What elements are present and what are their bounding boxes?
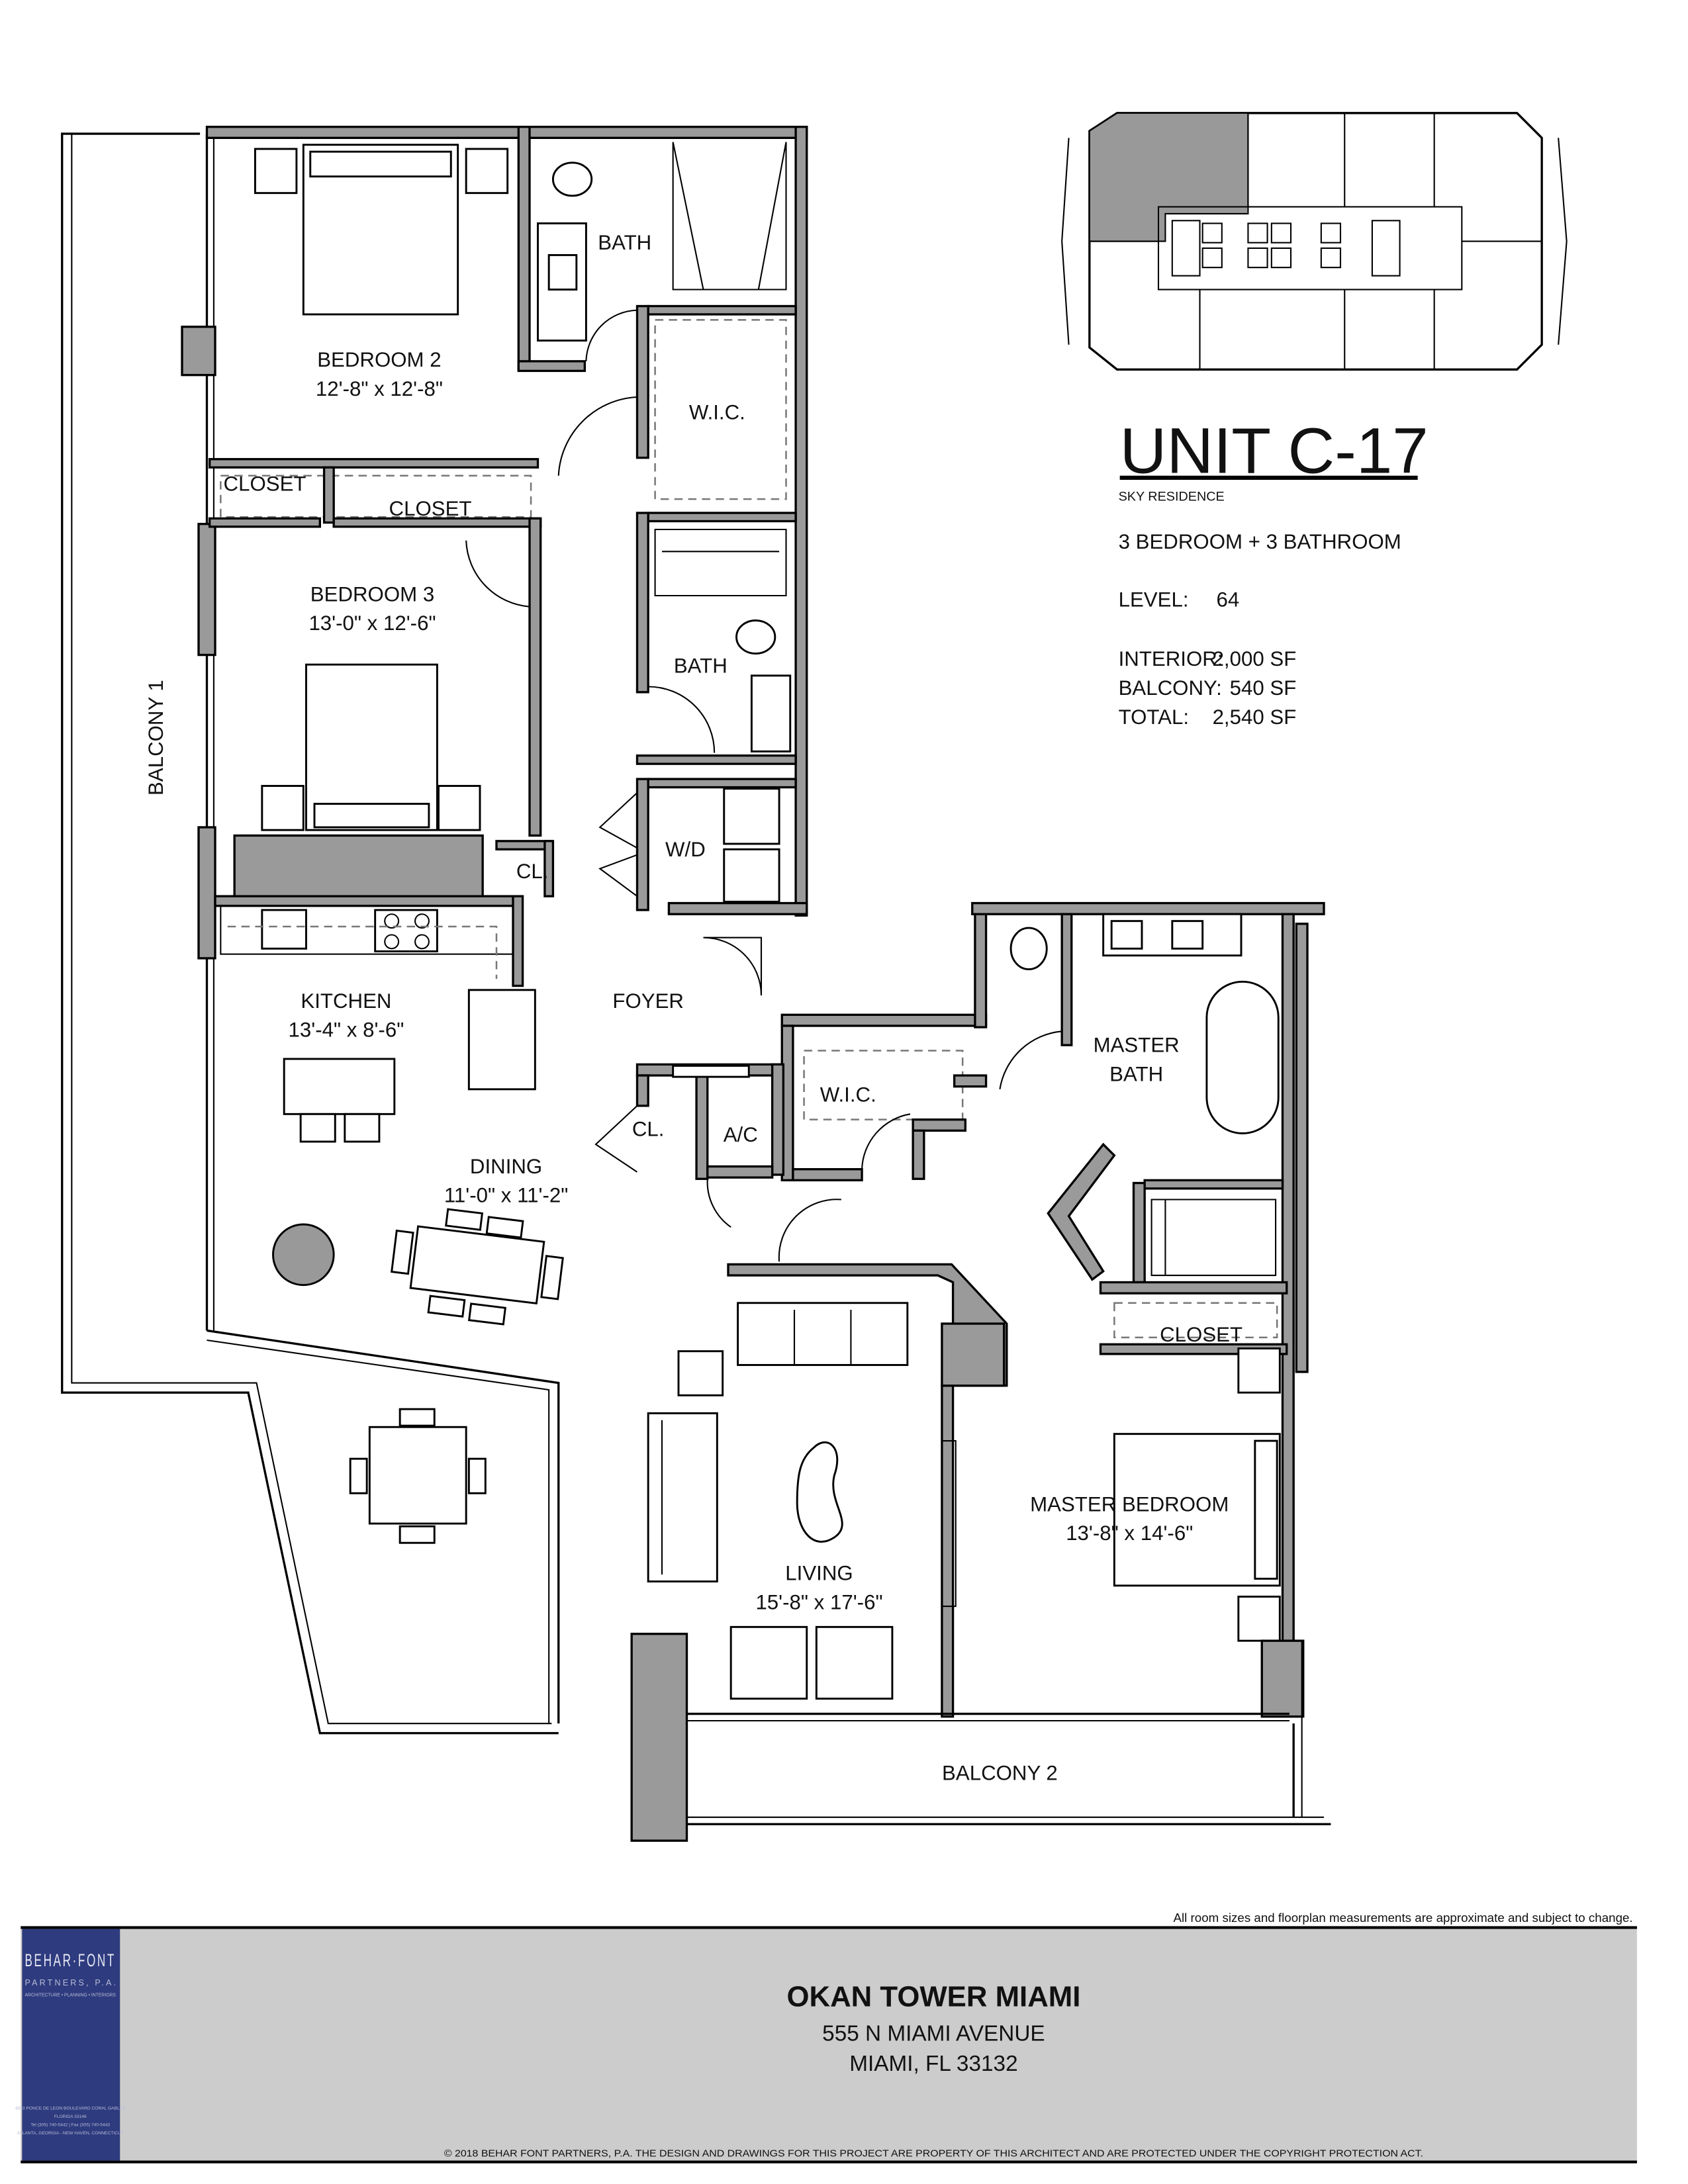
level-value: 64 [1217, 588, 1240, 612]
room-label-ac: A/C [724, 1123, 758, 1146]
total-label: TOTAL: [1119, 705, 1189, 729]
room-size-bedroom2: 12'-8" x 12'-8" [316, 377, 443, 400]
room-label-kitchen: KITCHEN [301, 989, 391, 1013]
svg-text:Tel (305) 740-5442 | Fax (305): Tel (305) 740-5442 | Fax (305) 740-5443 [30, 2123, 110, 2128]
room-label-cl2: CL. [632, 1118, 665, 1141]
disclaimer: All room sizes and floorplan measurement… [1174, 1911, 1633, 1925]
room-label-bedroom3: BEDROOM 3 [310, 582, 434, 606]
copyright-notice: © 2018 BEHAR FONT PARTNERS, P.A. THE DES… [444, 2148, 1423, 2159]
balcony-label: BALCONY: [1119, 676, 1222, 700]
room-label-wic2: W.I.C. [820, 1083, 876, 1107]
title-underline [1119, 475, 1418, 480]
project-address-line1: 555 N MIAMI AVENUE [822, 2021, 1045, 2046]
dining-round-table [272, 1223, 335, 1287]
interior-label: INTERIOR: [1119, 647, 1223, 670]
key-plan [1061, 112, 1568, 371]
title-block: All room sizes and floorplan measurement… [15, 1911, 1637, 2163]
room-size-master-bedroom: 13'-8" x 14'-6" [1066, 1522, 1193, 1545]
room-size-bedroom3: 13'-0" x 12'-6" [308, 612, 436, 635]
room-label-master-bath-1: MASTER [1094, 1034, 1180, 1057]
room-label-closet3: CLOSET [1160, 1323, 1243, 1346]
unit-info: UNIT C-17 SKY RESIDENCE 3 BEDROOM + 3 BA… [1119, 414, 1429, 729]
svg-text:FLORIDA 33146: FLORIDA 33146 [54, 2115, 87, 2119]
room-label-closet1: CLOSET [224, 473, 306, 496]
room-label-bath2: BATH [674, 655, 727, 678]
room-label-balcony1: BALCONY 1 [144, 680, 167, 796]
room-label-master-bath-2: BATH [1109, 1062, 1163, 1085]
room-label-cl1: CL. [516, 860, 549, 883]
interior-value: 2,000 SF [1213, 647, 1297, 670]
room-label-balcony2: BALCONY 2 [942, 1762, 1058, 1785]
project-address-line2: MIAMI, FL 33132 [849, 2052, 1017, 2076]
floor-plan: BATH BEDROOM 2 12'-8" x 12'-8" W.I.C. CL… [61, 126, 1331, 1842]
unit-title: UNIT C-17 [1120, 414, 1429, 487]
room-label-bedroom2: BEDROOM 2 [317, 348, 441, 371]
total-value: 2,540 SF [1213, 705, 1297, 729]
svg-text:4533 PONCE DE LEON BOULEVARD C: 4533 PONCE DE LEON BOULEVARD CORAL GABLE… [15, 2107, 126, 2111]
svg-text:ARCHITECTURE • PLANNING • INTE: ARCHITECTURE • PLANNING • INTERIORS [24, 1992, 116, 1998]
room-size-dining: 11'-0" x 11'-2" [444, 1184, 568, 1207]
room-label-living: LIVING [785, 1562, 853, 1585]
svg-text:BEHAR·FONT: BEHAR·FONT [24, 1950, 116, 1970]
room-label-dining: DINING [470, 1155, 542, 1178]
unit-subtitle: SKY RESIDENCE [1119, 489, 1225, 504]
room-label-master-bedroom: MASTER BEDROOM [1030, 1492, 1229, 1516]
key-plan-unit-highlight [1088, 112, 1249, 242]
room-label-bath1: BATH [598, 231, 651, 254]
unit-config: 3 BEDROOM + 3 BATHROOM [1119, 530, 1401, 553]
level-label: LEVEL: [1119, 588, 1189, 612]
svg-text:ATLANTA, GEORGIA - NEW HAVEN,: ATLANTA, GEORGIA - NEW HAVEN, CONNECTICU… [17, 2131, 124, 2136]
room-label-wd: W/D [665, 838, 706, 861]
room-label-wic1: W.I.C. [689, 400, 745, 424]
room-size-kitchen: 13'-4" x 8'-6" [289, 1019, 404, 1042]
room-label-foyer: FOYER [612, 989, 684, 1013]
project-name: OKAN TOWER MIAMI [786, 1980, 1080, 2013]
room-size-living: 15'-8" x 17'-6" [755, 1590, 882, 1614]
behar-font-logo: BEHAR·FONT PARTNERS, P.A. ARCHITECTURE •… [15, 1929, 126, 2161]
balcony-value: 540 SF [1230, 676, 1297, 700]
room-label-closet2: CLOSET [389, 497, 472, 520]
